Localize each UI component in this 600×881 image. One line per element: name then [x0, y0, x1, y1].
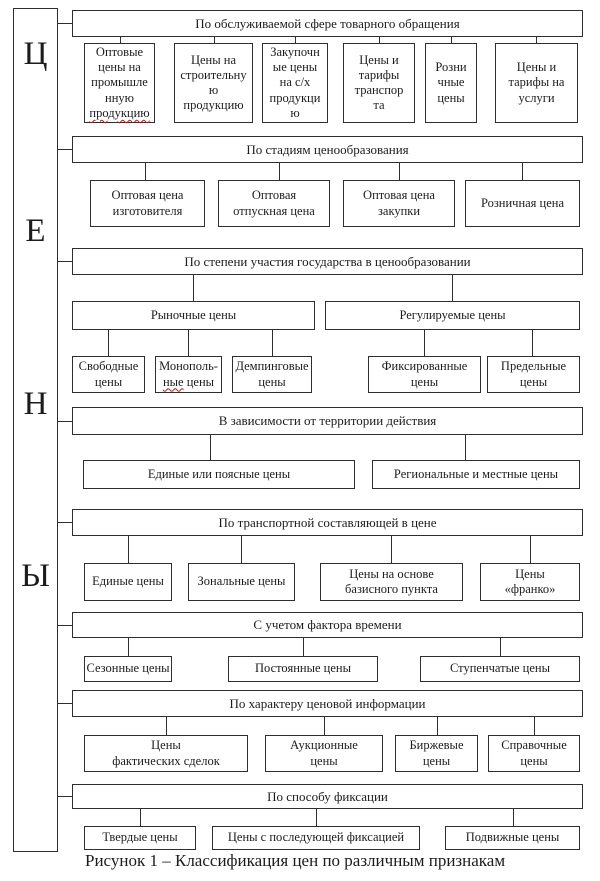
section-header-state-participation: По степени участия государства в ценообр… [72, 248, 583, 275]
rail-connector [58, 23, 72, 24]
drop-connector [424, 330, 425, 356]
drop-connector [145, 163, 146, 180]
price-box-reference: Справочные цены [488, 735, 580, 772]
drop-connector [120, 37, 121, 43]
drop-connector [324, 717, 325, 735]
price-box-procurement-agricultural: Закупочн ые цены на с/х продукци ю [262, 43, 328, 123]
price-box-subsequent-fixation: Цены с последующей фиксацией [212, 826, 420, 850]
price-box-base-point: Цены на основе базисного пункта [320, 563, 463, 601]
section-header-transport-component: По транспортной составляющей в цене [72, 509, 583, 536]
rail-connector [58, 522, 72, 523]
rail-letter-y: Ы [21, 558, 50, 594]
group-box-market-prices: Рыночные цены [72, 301, 315, 330]
price-box-uniform: Единые цены [84, 563, 172, 601]
price-box-free: Свободные цены [72, 356, 145, 393]
price-box-retail: Розни чные цены [425, 43, 477, 123]
rail-connector [58, 796, 72, 797]
section-header-sphere: По обслуживаемой сфере товарного обращен… [72, 10, 583, 37]
drop-connector [214, 37, 215, 43]
drop-connector [140, 809, 141, 826]
drop-connector [500, 638, 501, 656]
price-box-manufacturer-wholesale: Оптовая цена изготовителя [90, 180, 205, 227]
rail-connector [58, 703, 72, 704]
price-box-retail-price: Розничная цена [465, 180, 580, 227]
price-box-services-tariffs: Цены и тарифы на услуги [495, 43, 578, 123]
price-box-auction: Аукционные цены [265, 735, 383, 772]
price-box-seasonal: Сезонные цены [84, 656, 172, 682]
section-header-pricing-stages: По стадиям ценообразования [72, 136, 583, 163]
drop-connector [128, 638, 129, 656]
drop-connector [128, 536, 129, 563]
drop-connector [193, 275, 194, 301]
price-box-construction: Цены на строительну ю продукцию [174, 43, 253, 123]
price-box-dumping: Демпинговые цены [232, 356, 312, 393]
drop-connector [241, 536, 242, 563]
price-box-wholesale-purchase: Оптовая цена закупки [343, 180, 455, 227]
drop-connector [279, 163, 280, 180]
rail-connector [58, 421, 72, 422]
drop-connector [437, 717, 438, 735]
drop-connector [452, 275, 453, 301]
section-header-time-factor: С учетом фактора времени [72, 612, 583, 638]
drop-connector [399, 163, 400, 180]
price-box-exchange: Биржевые цены [395, 735, 478, 772]
drop-connector [272, 330, 273, 356]
price-box-movable: Подвижные цены [445, 826, 580, 850]
drop-connector [379, 37, 380, 43]
price-box-constant: Постоянные цены [228, 656, 378, 682]
drop-connector [522, 163, 523, 180]
rail-letter-en: Н [23, 386, 48, 422]
drop-connector [465, 435, 466, 460]
rail-connector [58, 625, 72, 626]
price-box-actual-transactions: Цены фактических сделок [84, 735, 248, 772]
rail-connector [58, 149, 72, 150]
price-box-fixed: Фиксированные цены [368, 356, 481, 393]
price-box-regional-local: Региональные и местные цены [372, 460, 580, 489]
price-box-marginal: Предельные цены [487, 356, 580, 393]
drop-connector [316, 809, 317, 826]
drop-connector [166, 717, 167, 735]
letters-rail-box [13, 8, 58, 852]
drop-connector [534, 717, 535, 735]
drop-connector [188, 330, 189, 356]
price-box-wholesale-release: Оптовая отпускная цена [218, 180, 330, 227]
section-header-fixation-method: По способу фиксации [72, 784, 583, 809]
drop-connector [391, 536, 392, 563]
drop-connector [532, 330, 533, 356]
rail-letter-ye: Е [25, 213, 46, 249]
price-box-transport-tariffs: Цены и тарифы транспор та [343, 43, 415, 123]
price-box-zonal: Зональные цены [188, 563, 295, 601]
drop-connector [451, 37, 452, 43]
rail-letter-ts: Ц [23, 36, 48, 72]
price-box-franco: Цены «франко» [480, 563, 580, 601]
section-header-price-information: По характеру ценовой информации [72, 690, 583, 717]
rail-connector [58, 261, 72, 262]
drop-connector [303, 638, 304, 656]
price-box-stepped: Ступенчатые цены [420, 656, 580, 682]
price-box-uniform-zonal-belt: Единые или поясные цены [83, 460, 355, 489]
section-header-territory: В зависимости от территории действия [72, 407, 583, 435]
drop-connector [210, 435, 211, 460]
drop-connector [530, 536, 531, 563]
drop-connector [295, 37, 296, 43]
drop-connector [536, 37, 537, 43]
drop-connector [108, 330, 109, 356]
price-box-monopoly: Монополь-ные цены [155, 356, 222, 393]
group-box-regulated-prices: Регулируемые цены [325, 301, 580, 330]
drop-connector [513, 809, 514, 826]
figure-caption: Рисунок 1 – Классификация цен по различн… [85, 851, 506, 870]
price-box-firm: Твердые цены [84, 826, 196, 850]
